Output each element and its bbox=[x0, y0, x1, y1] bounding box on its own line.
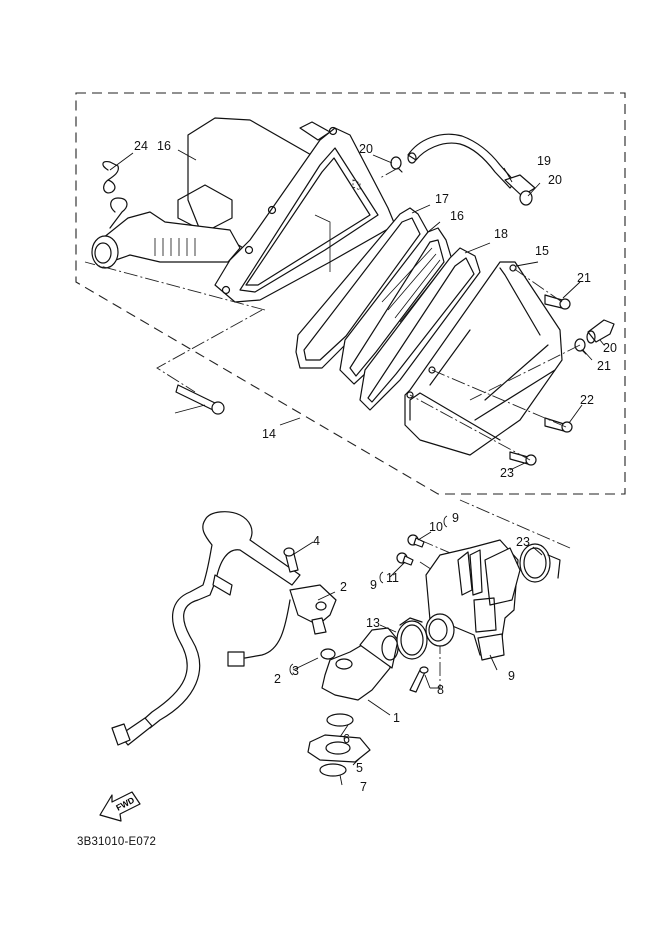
callout-10-upper: 10 bbox=[429, 520, 443, 534]
gasket-lower bbox=[359, 247, 481, 411]
intake-duct bbox=[91, 197, 241, 269]
callout-7: 7 bbox=[360, 780, 367, 794]
callout-12: 14 bbox=[262, 427, 276, 441]
bolt-8 bbox=[409, 666, 429, 693]
leader-lines bbox=[109, 149, 605, 786]
callout-5: 5 bbox=[356, 761, 363, 775]
callout-13: 16 bbox=[157, 139, 171, 153]
clamp-11 bbox=[396, 617, 428, 660]
callout-18: 19 bbox=[537, 154, 551, 168]
callout-21-lower: 23 bbox=[500, 466, 514, 480]
throttle-body bbox=[425, 539, 521, 661]
air-cleaner-case bbox=[177, 117, 396, 303]
callout-22: 24 bbox=[134, 139, 148, 153]
callout-2-injector: 2 bbox=[340, 580, 347, 594]
fuel-injector bbox=[289, 584, 337, 635]
fuel-hose bbox=[111, 511, 301, 746]
gasket-upper bbox=[295, 207, 429, 369]
assembly-boundary bbox=[75, 92, 626, 495]
callout-20-upper: 20 bbox=[359, 142, 373, 156]
screw-21-upper bbox=[544, 294, 571, 310]
bracket-2-3 bbox=[289, 663, 294, 676]
callout-17: 20 bbox=[603, 341, 617, 355]
o-ring-3 bbox=[320, 648, 336, 660]
bracket-9-10-upper bbox=[443, 515, 448, 528]
hose-clip-upper bbox=[390, 156, 403, 173]
callout-10-lower: 11 bbox=[386, 571, 399, 585]
air-cleaner-cover bbox=[404, 261, 563, 456]
drawing-code: 3B31010-E072 bbox=[77, 836, 157, 848]
screw-10-lower bbox=[396, 552, 414, 566]
screw-10-upper bbox=[407, 534, 425, 548]
sensor-connector bbox=[227, 599, 291, 667]
callout-4: 4 bbox=[313, 534, 320, 548]
callout-20-lower: 21 bbox=[597, 359, 611, 373]
drain-plug bbox=[586, 319, 615, 344]
injector-plug bbox=[283, 547, 299, 573]
o-ring-6 bbox=[326, 713, 354, 727]
callout-2-bracket: 2 bbox=[274, 672, 281, 686]
callout-14: 15 bbox=[535, 244, 549, 258]
callout-3: 3 bbox=[292, 664, 299, 678]
callout-19: 20 bbox=[548, 173, 562, 187]
callout-6: 6 bbox=[343, 732, 350, 746]
callout-9-lower: 9 bbox=[370, 578, 377, 592]
wire-clip bbox=[102, 160, 119, 194]
callout-11: 13 bbox=[366, 616, 380, 630]
callout-16-lower: 18 bbox=[494, 227, 508, 241]
clamp-23 bbox=[519, 543, 561, 583]
screw-21-lower bbox=[509, 451, 537, 466]
callout-16-upper: 17 bbox=[435, 192, 449, 206]
callout-9-throttle: 9 bbox=[508, 669, 515, 683]
callout-23: 23 bbox=[516, 535, 530, 549]
o-ring-7 bbox=[319, 763, 347, 777]
callout-8: 8 bbox=[437, 683, 444, 697]
bolt-24 bbox=[175, 384, 225, 415]
callout-21-upper: 21 bbox=[577, 271, 591, 285]
callout-1: 1 bbox=[393, 711, 400, 725]
screw-21-middle bbox=[544, 417, 573, 433]
callout-21-middle: 22 bbox=[580, 393, 594, 407]
insulator-5 bbox=[307, 734, 371, 763]
intake-manifold bbox=[321, 627, 399, 701]
callout-9-upper: 9 bbox=[452, 511, 459, 525]
bracket-9-10-lower bbox=[379, 571, 384, 584]
breather-hose bbox=[407, 133, 536, 206]
callout-15: 16 bbox=[450, 209, 464, 223]
forward-direction-arrow: FWD bbox=[99, 791, 141, 822]
